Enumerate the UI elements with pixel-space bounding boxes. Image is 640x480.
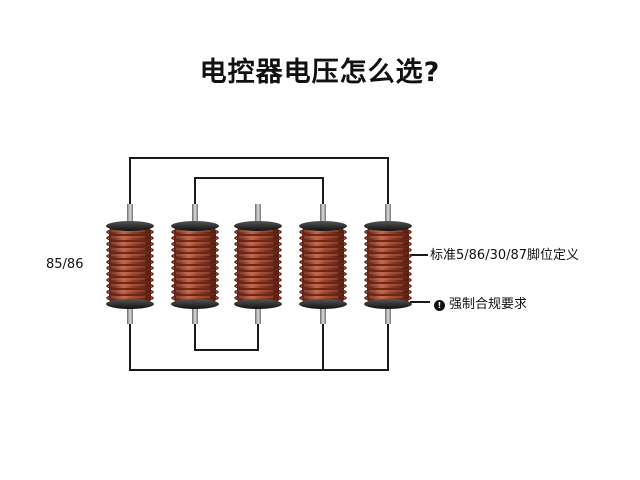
relay-coil-2 bbox=[171, 204, 219, 324]
coil-bottom-cap bbox=[171, 299, 219, 309]
coil-bottom-cap bbox=[299, 299, 347, 309]
coil-bottom-pin bbox=[320, 304, 326, 324]
coil-bottom-pin bbox=[385, 304, 391, 324]
wire-inner-top bbox=[194, 177, 324, 208]
compliance-label: ! 强制合规要求 bbox=[434, 296, 527, 314]
relay-coil-5 bbox=[364, 204, 412, 324]
compliance-text: 强制合规要求 bbox=[449, 297, 528, 312]
coil-top-cap bbox=[364, 221, 412, 231]
coil-top-cap bbox=[234, 221, 282, 231]
pin-definition-label: 标准5/86/30/87脚位定义 bbox=[430, 248, 580, 263]
coil-bottom-cap bbox=[234, 299, 282, 309]
coil-top-pin bbox=[192, 204, 198, 226]
relay-coil-1 bbox=[106, 204, 154, 324]
coil-top-cap bbox=[106, 221, 154, 231]
wire-outer-bottom bbox=[129, 318, 389, 371]
coil-bottom-pin bbox=[255, 304, 261, 324]
relay-coil-4 bbox=[299, 204, 347, 324]
coil-top-pin bbox=[127, 204, 133, 226]
page-title: 电控器电压怎么选? bbox=[199, 57, 441, 88]
coil-bottom-pin bbox=[192, 304, 198, 324]
coil-top-pin bbox=[385, 204, 391, 226]
wire-inner-bottom bbox=[194, 318, 259, 351]
coil-bottom-cap bbox=[106, 299, 154, 309]
left-pin-label: 85/86 bbox=[46, 257, 84, 272]
coil-top-pin bbox=[320, 204, 326, 226]
coil-bottom-cap bbox=[364, 299, 412, 309]
coil-top-pin bbox=[255, 204, 261, 226]
wire-outer-top bbox=[129, 157, 389, 208]
coil-top-cap bbox=[171, 221, 219, 231]
relay-coil-3 bbox=[234, 204, 282, 324]
wiring bbox=[129, 157, 430, 371]
info-icon: ! bbox=[434, 299, 445, 311]
coil-top-cap bbox=[299, 221, 347, 231]
coil-bottom-pin bbox=[127, 304, 133, 324]
